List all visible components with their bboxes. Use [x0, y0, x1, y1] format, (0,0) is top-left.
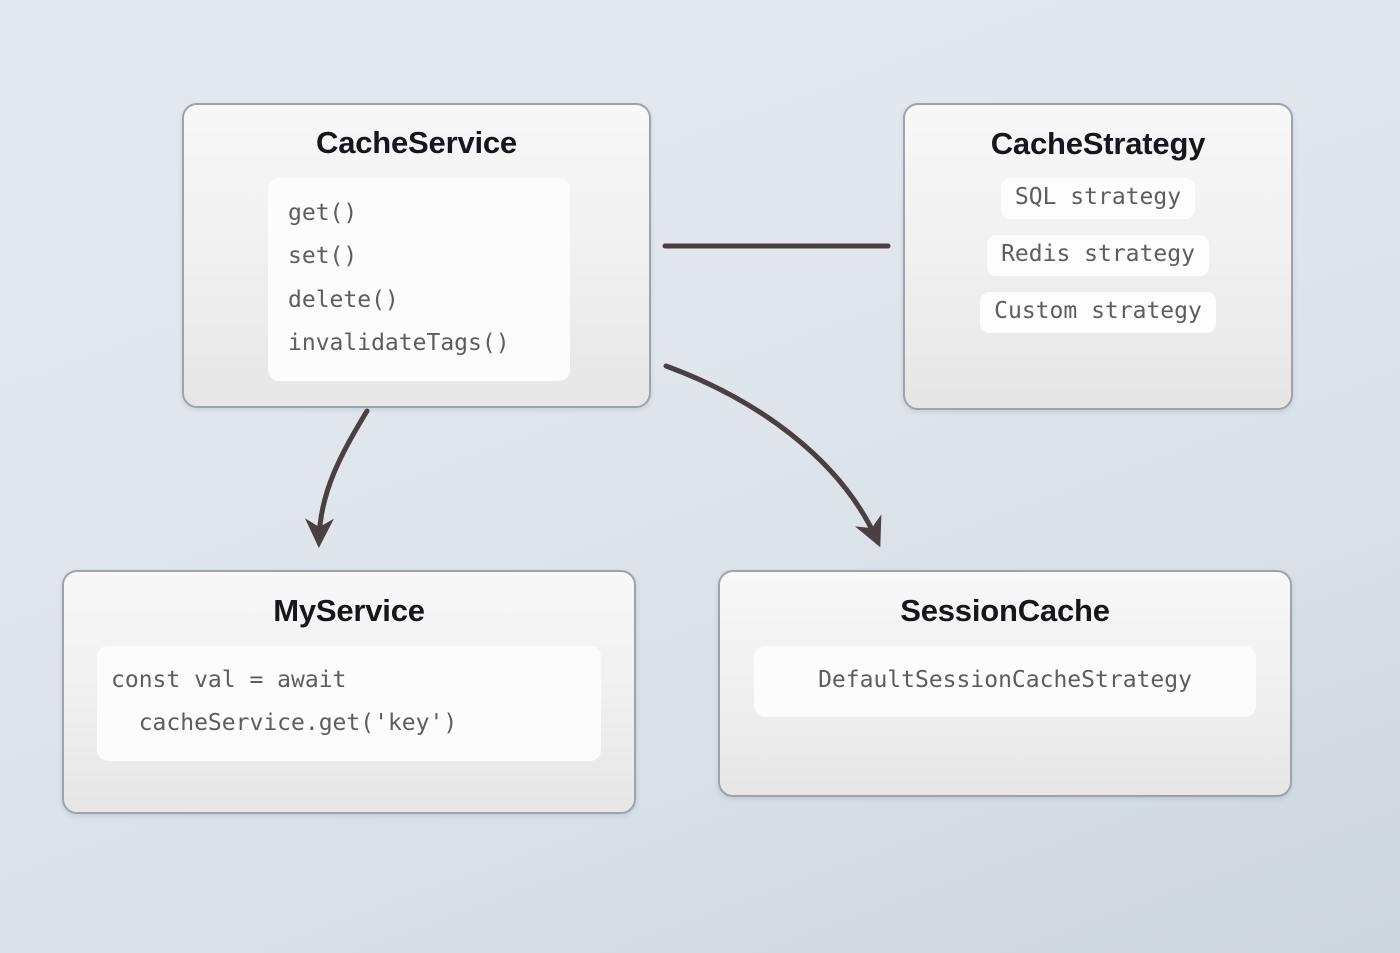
strategy-pill-list: SQL strategy Redis strategy Custom strat… [980, 178, 1216, 334]
strategy-pill-sql[interactable]: SQL strategy [1000, 178, 1196, 220]
node-cacheservice-methods: get() set() delete() invalidateTags() [268, 178, 570, 382]
node-cachestrategy-title: CacheStrategy [990, 126, 1206, 161]
strategy-pill-custom[interactable]: Custom strategy [980, 292, 1216, 334]
node-sessioncache-code: DefaultSessionCacheStrategy [754, 646, 1256, 718]
node-myservice-code: const val = await cacheService.get('key'… [97, 646, 601, 761]
node-cacheservice-title: CacheService [316, 125, 517, 160]
node-myservice[interactable]: MyService const val = await cacheService… [62, 570, 636, 814]
node-cacheservice[interactable]: CacheService get() set() delete() invali… [182, 103, 651, 408]
node-myservice-title: MyService [273, 593, 425, 628]
connector-cacheservice-sessioncache [663, 363, 882, 548]
node-sessioncache[interactable]: SessionCache DefaultSessionCacheStrategy [718, 570, 1292, 797]
node-cachestrategy[interactable]: CacheStrategy SQL strategy Redis strateg… [903, 103, 1293, 410]
connector-cacheservice-myservice [304, 408, 370, 548]
node-sessioncache-title: SessionCache [900, 593, 1110, 628]
strategy-pill-redis[interactable]: Redis strategy [987, 235, 1209, 277]
